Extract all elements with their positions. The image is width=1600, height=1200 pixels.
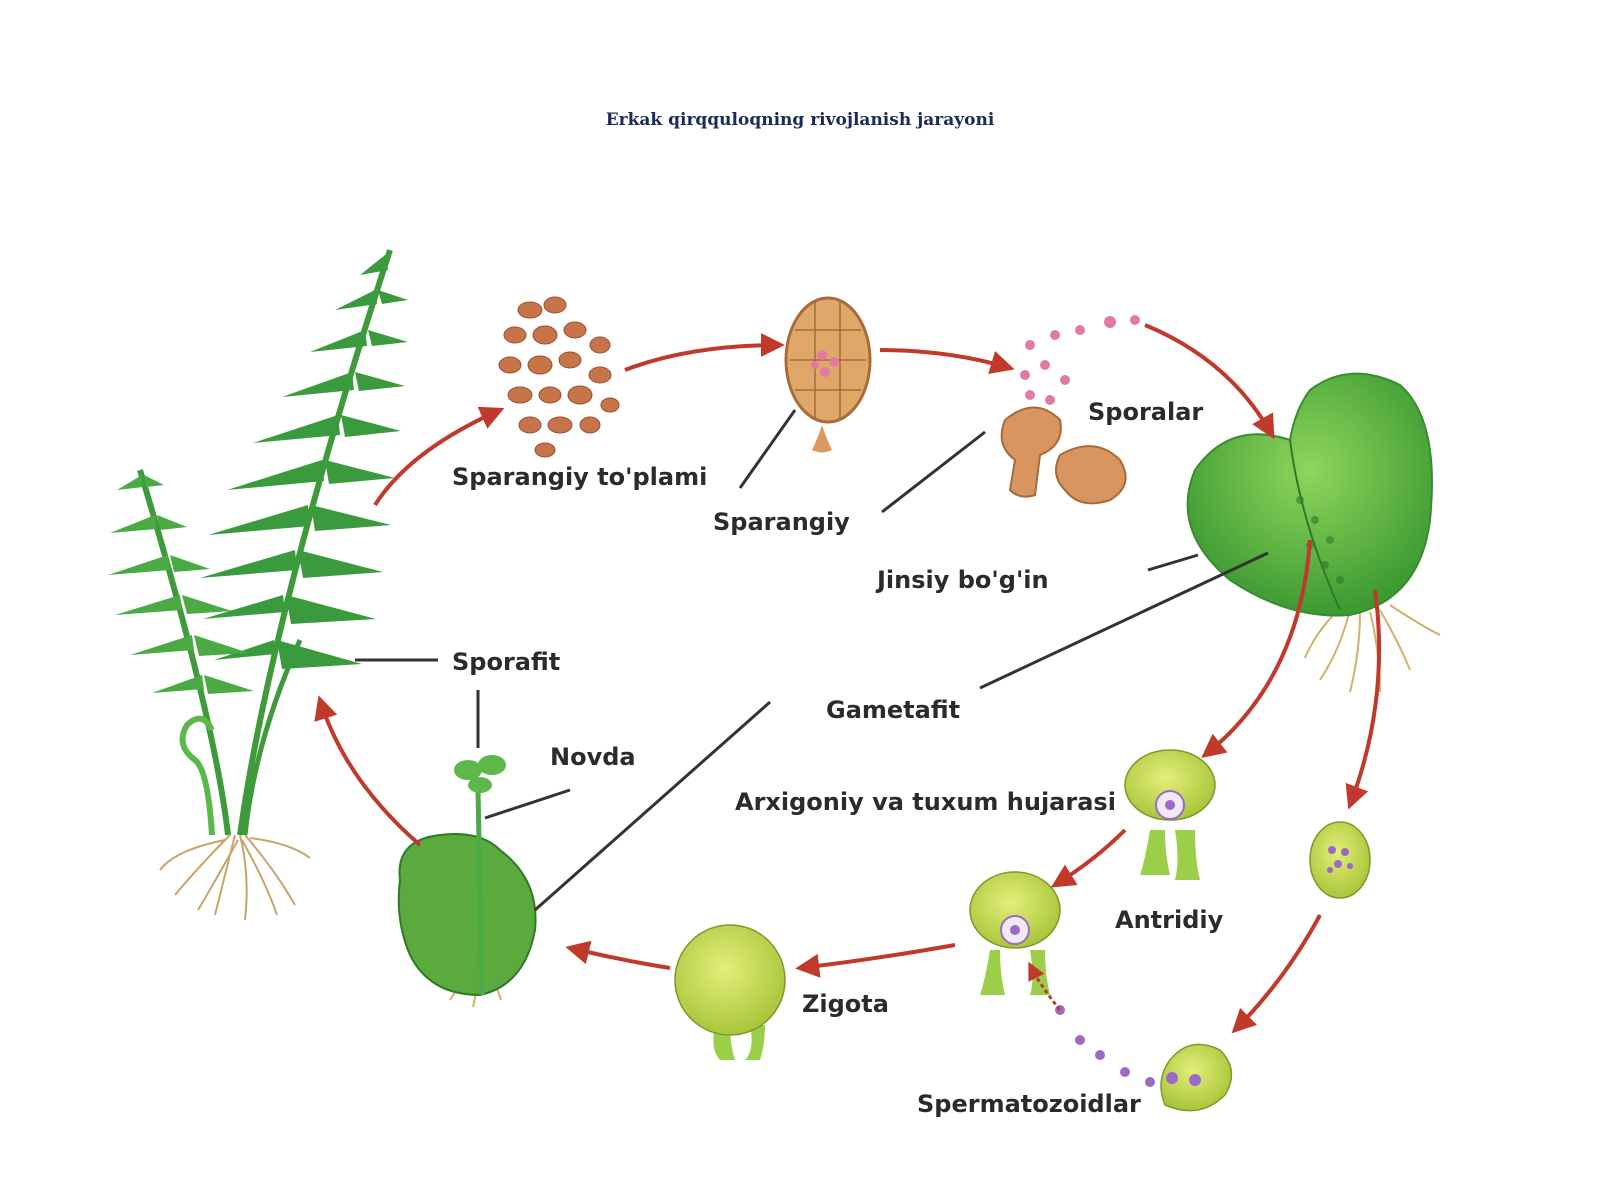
arrow-antheridium-to-sperm (1231, 914, 1322, 1034)
arrow-prothallus-to-archegonium (1201, 539, 1312, 758)
label-gametophyte: Gametafit (826, 696, 960, 724)
cycle-arrows (314, 323, 1382, 1034)
label-sporangium-cluster: Sparangiy to'plami (452, 463, 707, 491)
young-sporophyte-illustration (397, 755, 537, 1008)
label-spores: Sporalar (1088, 398, 1203, 426)
leader-lines (355, 409, 1269, 912)
spores-illustration (1000, 315, 1140, 505)
arrow-sporophyte-to-cluster (373, 406, 505, 507)
sporangium-cluster-illustration (498, 296, 620, 458)
arrow-zygote-to-young-sporophyte (565, 940, 671, 970)
sporangium-illustration (784, 296, 872, 453)
label-sporangium: Sparangiy (713, 508, 850, 536)
label-sporophyte: Sporafit (452, 648, 560, 676)
label-prothallus: Jinsiy bo'g'in (875, 566, 1049, 594)
archegonium-illustration (1124, 749, 1216, 880)
fertilized-archegonium-illustration (969, 871, 1061, 995)
antheridium-illustration (1309, 821, 1371, 899)
arrow-sporangium-to-spores (879, 348, 1015, 374)
fern-sporophyte-illustration (108, 249, 408, 921)
arrow-young-sporophyte-to-fern (314, 695, 422, 847)
zygote-illustration (674, 924, 786, 1060)
diagram-title: Erkak qirqquloqning rivojlanish jarayoni (605, 110, 995, 130)
arrow-spores-to-prothallus (1144, 323, 1275, 440)
label-antheridium: Antridiy (1115, 906, 1224, 934)
sperm-illustration (1055, 1005, 1233, 1112)
label-sprout: Novda (550, 743, 636, 771)
label-archegonium: Arxigoniy va tuxum hujarasi (735, 788, 1116, 816)
label-zygote: Zigota (802, 990, 889, 1018)
arrow-fertilized-to-zygote (795, 943, 956, 978)
arrow-prothallus-to-antheridium (1345, 589, 1382, 810)
fern-roots (159, 834, 311, 921)
prothallus-illustration (1186, 372, 1441, 693)
arrow-sperm-to-egg (1028, 961, 1062, 1011)
arrow-cluster-to-sporangium (624, 333, 785, 372)
label-sperm: Spermatozoidlar (917, 1090, 1141, 1118)
arrow-archegonium-to-fertilized (1050, 828, 1127, 888)
